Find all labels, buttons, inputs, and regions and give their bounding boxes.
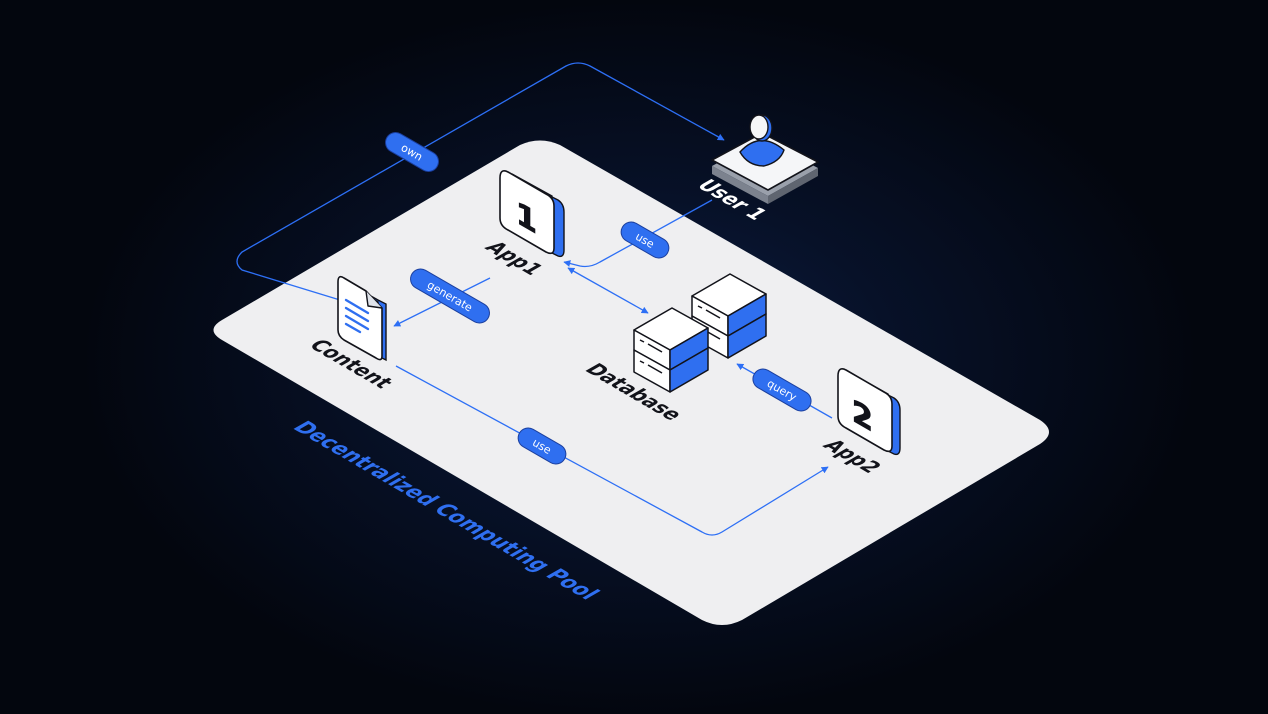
pool-platform bbox=[213, 140, 1049, 625]
edge-pill-use-content-app2: use bbox=[517, 427, 567, 465]
user-node: User 1 bbox=[691, 114, 819, 223]
user-icon bbox=[739, 114, 785, 167]
app2-badge: 2 bbox=[852, 392, 873, 439]
edge-pill-use-user-app1: use bbox=[620, 221, 670, 259]
use-user-app1-connector bbox=[563, 199, 713, 268]
app1-node: 1 App1 bbox=[479, 170, 565, 278]
edge-pill-own: own bbox=[385, 132, 439, 172]
use-content-app2-connector bbox=[395, 365, 829, 536]
app1-database-connector bbox=[567, 267, 649, 314]
app1-badge: 1 bbox=[516, 194, 537, 241]
server-stack-back-icon bbox=[691, 273, 767, 359]
document-lines-icon bbox=[344, 298, 370, 334]
server-stack-front-icon bbox=[633, 307, 709, 393]
